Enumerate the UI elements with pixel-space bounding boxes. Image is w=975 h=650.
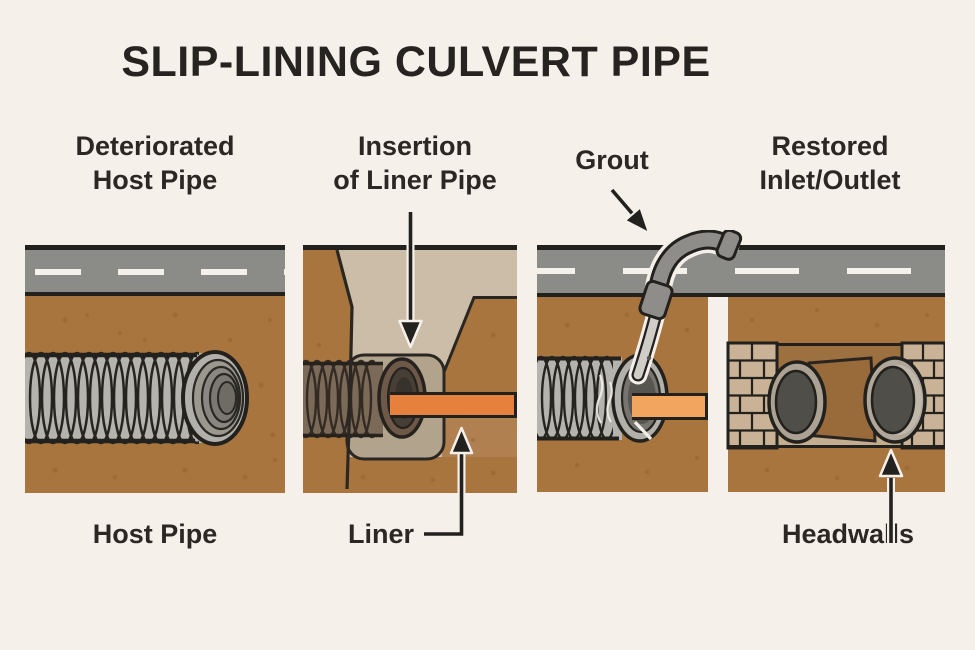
label-line: Host Pipe [92, 165, 218, 195]
panel-top-line [303, 245, 517, 250]
label-line: Restored [771, 131, 889, 161]
label-insertion-of-liner-pipe: Insertion of Liner Pipe [295, 129, 535, 197]
hose-collar [638, 279, 674, 321]
liner-pipe [390, 392, 517, 418]
soil-bottom [303, 457, 517, 493]
panel-insertion-of-liner [303, 245, 517, 493]
grout-hose [628, 230, 743, 385]
pipe-opening-right [863, 356, 927, 444]
label-line: Grout [575, 145, 649, 175]
road-bottom-line [25, 292, 285, 296]
pipe-open-end [181, 350, 249, 446]
soil-speckles [52, 312, 278, 480]
hose-rivet [646, 355, 652, 361]
label-liner: Liner [347, 519, 414, 549]
page-title: SLIP-LINING CULVERT PIPE [121, 38, 711, 86]
label-headwalls: Headwalls [781, 519, 915, 549]
label-line: of Liner Pipe [333, 165, 497, 195]
label-line: Deteriorated [75, 131, 235, 161]
label-line: Insertion [357, 131, 472, 161]
soil-under-liner [442, 418, 517, 457]
label-line: Inlet/Outlet [759, 165, 901, 195]
liner-pipe [632, 393, 708, 420]
label-deteriorated-host-pipe: Deteriorated Host Pipe [35, 129, 275, 197]
pit-wall-edge-left [335, 249, 354, 490]
restored-inlet-outlet [726, 341, 945, 450]
grout-spill-marks [595, 374, 613, 424]
pipe-opening-left [767, 360, 827, 444]
host-pipe-corrugated [25, 350, 249, 446]
hose-end-cap [715, 230, 743, 261]
pit-wall-edge-right [438, 296, 517, 383]
road-edge-line [537, 245, 945, 250]
label-grout: Grout [552, 143, 672, 177]
label-restored-inlet-outlet: Restored Inlet/Outlet [710, 129, 950, 197]
panel-deteriorated-host-pipe [25, 245, 285, 493]
road-edge-line [25, 245, 285, 250]
road-bottom-line [537, 293, 945, 297]
grout-drip [633, 420, 653, 441]
panel-grout-and-restored [537, 230, 945, 492]
label-host-pipe: Host Pipe [92, 519, 218, 549]
